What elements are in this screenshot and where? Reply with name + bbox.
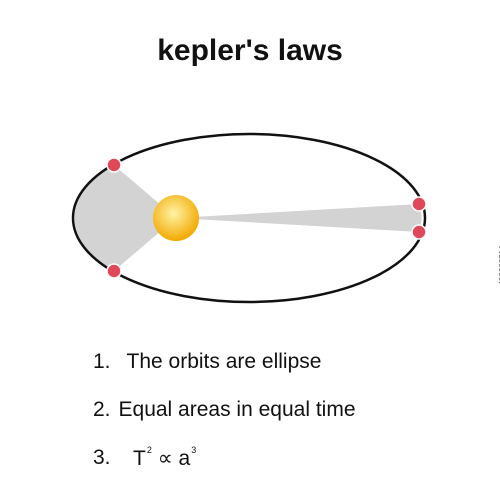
diagram-title: kepler's laws: [157, 34, 343, 67]
planet-4: [411, 224, 427, 240]
axis-exponent: 3: [191, 445, 197, 455]
law-number: 1.: [93, 350, 111, 373]
period-symbol: T: [133, 447, 146, 470]
proportional-symbol: ∝: [157, 447, 173, 470]
law-item-3: 3. T2 ∝ a3: [93, 445, 293, 471]
law-number: 3.: [93, 446, 111, 469]
sun: [153, 195, 199, 241]
swept-area-near: [74, 165, 176, 271]
planet-2: [106, 263, 122, 279]
law-text: The orbits are ellipse: [126, 350, 322, 373]
swept-area-far: [176, 204, 422, 232]
period-exponent: 2: [146, 445, 152, 455]
planet-1: [106, 157, 122, 173]
law-item-1: 1. The orbits are ellipse: [93, 350, 321, 374]
kepler-third-law-formula: T2 ∝ a3: [133, 445, 197, 471]
law-item-2: 2. Equal areas in equal time: [93, 398, 356, 422]
semi-major-axis-symbol: a: [178, 447, 191, 470]
law-number: 2.: [93, 398, 111, 421]
orbit-ellipse: [71, 132, 427, 304]
law-text: Equal areas in equal time: [118, 398, 356, 421]
planet-3: [411, 196, 427, 212]
